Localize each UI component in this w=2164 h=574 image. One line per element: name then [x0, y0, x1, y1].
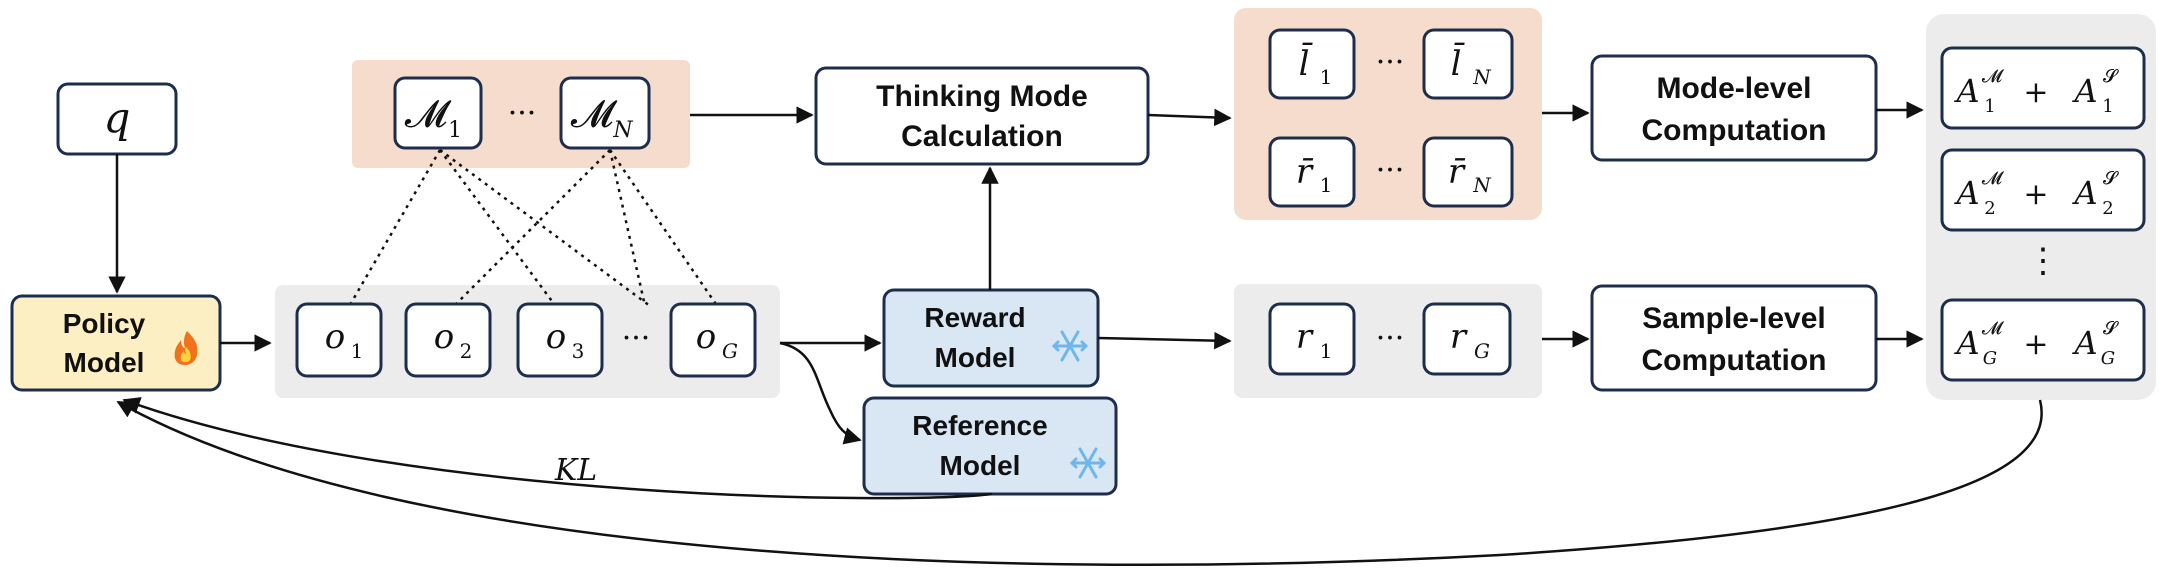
svg-text:o: o [696, 317, 716, 357]
reward-box-first: r 1 [1268, 302, 1356, 376]
sample-level-line1: Sample-level [1642, 302, 1825, 335]
reward-model-line1: Reward [924, 302, 1025, 333]
svg-text:𝓜: 𝓜 [405, 92, 452, 136]
svg-text:r: r [1296, 317, 1314, 357]
svg-text:o: o [325, 317, 345, 357]
svg-text:A: A [2071, 174, 2097, 212]
svg-text:N: N [1472, 65, 1492, 89]
mode-box-last: 𝓜 N [559, 76, 651, 150]
svg-text:+: + [2023, 327, 2048, 362]
svg-text:1: 1 [351, 339, 364, 363]
mode-box-first: 𝓜 1 [393, 76, 483, 150]
svg-text:r: r [1450, 317, 1468, 357]
svg-text:G: G [1983, 348, 1997, 369]
svg-text:G: G [2101, 348, 2115, 369]
mode-stat-r-ellipsis: ··· [1376, 153, 1405, 188]
mode-level-line2: Computation [1642, 114, 1827, 147]
snowflake-icon [1052, 330, 1088, 362]
mode-level-box: Mode-level Computation [1590, 54, 1878, 162]
mode-stat-l-last: l̄ N [1422, 28, 1514, 100]
sample-level-line2: Computation [1642, 344, 1827, 377]
policy-model-box: Policy Model [10, 294, 222, 392]
reward-model-line2: Model [935, 342, 1016, 373]
rewards-ellipsis: ··· [1376, 321, 1405, 356]
reference-model-box: Reference Model [862, 396, 1118, 496]
svg-text:+: + [2023, 75, 2048, 110]
svg-text:A: A [1953, 174, 1979, 212]
reward-box-last: r G [1422, 302, 1512, 376]
advantages-vdots: ⋮ [2026, 241, 2060, 281]
fire-icon [174, 331, 198, 365]
svg-text:1: 1 [1984, 96, 1995, 117]
svg-text:1: 1 [1320, 173, 1333, 197]
advantage-box-2: A 𝓜 2 + A 𝓢 2 [1940, 148, 2146, 232]
outputs-ellipsis: ··· [622, 321, 651, 356]
reference-model-line1: Reference [912, 410, 1047, 441]
modes-ellipsis: ··· [508, 96, 537, 131]
svg-text:1: 1 [1320, 339, 1333, 363]
svg-text:1: 1 [1320, 65, 1333, 89]
thinking-mode-line2: Calculation [901, 120, 1063, 153]
svg-text:1: 1 [448, 118, 462, 143]
thinking-mode-line1: Thinking Mode [876, 80, 1088, 113]
thinking-mode-box: Thinking Mode Calculation [814, 66, 1150, 166]
reference-model-line2: Model [940, 450, 1021, 481]
advantage-box-1: A 𝓜 1 + A 𝓢 1 [1940, 46, 2146, 130]
svg-text:2: 2 [1984, 198, 1995, 219]
output-box-2: o 2 [404, 302, 492, 378]
svg-text:+: + [2023, 177, 2048, 212]
query-box: q [56, 82, 178, 156]
policy-model-line1: Policy [63, 308, 146, 339]
svg-text:N: N [1472, 173, 1492, 197]
snowflake-icon [1070, 447, 1106, 479]
flow-arrows [108, 101, 2043, 567]
svg-text:𝓜: 𝓜 [571, 92, 618, 136]
mode-output-links [345, 148, 722, 313]
svg-text:A: A [1953, 72, 1979, 110]
output-box-3: o 3 [516, 302, 604, 378]
svg-text:A: A [2071, 72, 2097, 110]
svg-text:G: G [722, 339, 738, 363]
output-box-last: o G [669, 302, 757, 378]
svg-text:2: 2 [2102, 198, 2113, 219]
svg-text:1: 1 [2102, 96, 2113, 117]
advantage-box-g: A 𝓜 G + A 𝓢 G [1940, 298, 2146, 382]
svg-text:𝓜: 𝓜 [1982, 318, 2005, 339]
svg-text:A: A [1953, 324, 1979, 362]
svg-text:G: G [1474, 339, 1490, 363]
mode-stat-l-ellipsis: ··· [1376, 45, 1405, 80]
svg-text:𝓜: 𝓜 [1982, 66, 2005, 87]
svg-text:r̄: r̄ [1448, 152, 1466, 192]
mode-stat-r-first: r̄ 1 [1268, 136, 1356, 208]
svg-text:o: o [546, 317, 566, 357]
svg-text:2: 2 [460, 339, 473, 363]
reward-model-box: Reward Model [882, 288, 1100, 388]
svg-text:o: o [434, 317, 454, 357]
svg-text:𝓜: 𝓜 [1982, 168, 2005, 189]
mode-stat-r-last: r̄ N [1422, 136, 1514, 208]
mode-stat-l-first: l̄ 1 [1268, 28, 1356, 100]
svg-text:A: A [2071, 324, 2097, 362]
svg-text:𝓢: 𝓢 [2103, 168, 2119, 189]
svg-text:3: 3 [572, 339, 585, 363]
policy-model-line2: Model [64, 347, 145, 378]
svg-text:N: N [612, 118, 633, 143]
output-box-1: o 1 [295, 302, 383, 378]
svg-text:r̄: r̄ [1296, 152, 1314, 192]
svg-text:𝓢: 𝓢 [2103, 66, 2119, 87]
mode-level-line1: Mode-level [1656, 72, 1811, 105]
svg-text:𝓢: 𝓢 [2103, 318, 2119, 339]
query-symbol: q [104, 93, 131, 142]
sample-level-box: Sample-level Computation [1590, 284, 1878, 392]
